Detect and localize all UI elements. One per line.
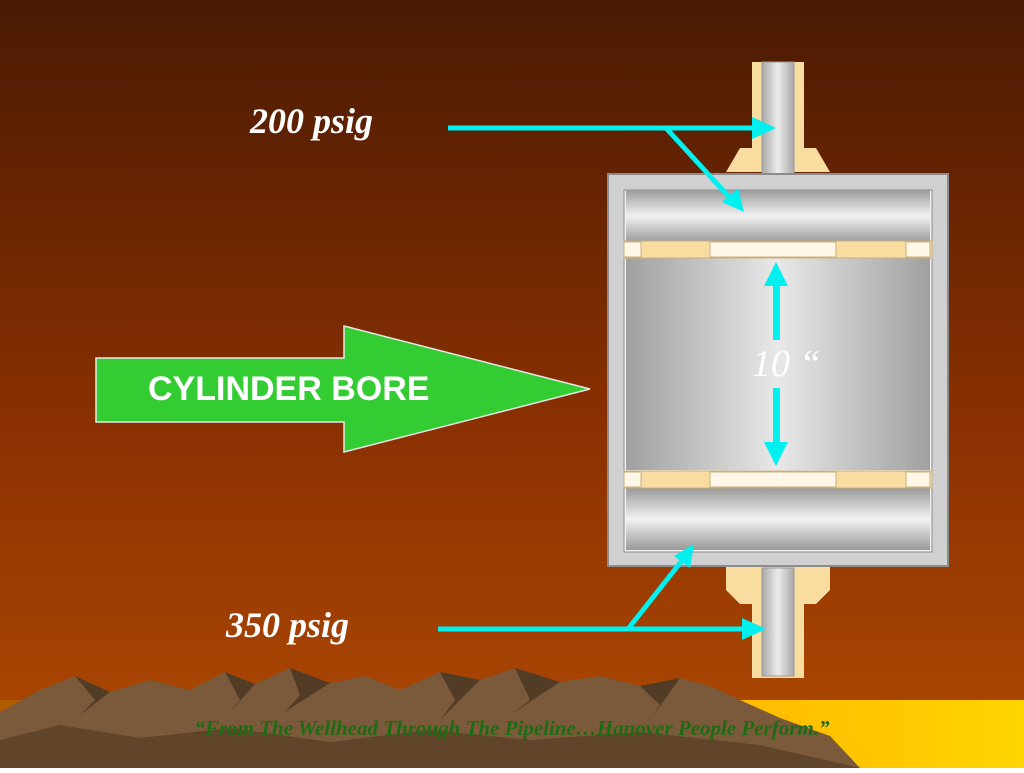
mountain-range (0, 668, 860, 768)
bottom-pressure-label: 350 psig (226, 605, 350, 645)
bottom-pressure-pointer (438, 544, 766, 640)
cylinder-bore-arrow (95, 325, 591, 453)
footer-tagline: “From The Wellhead Through The Pipeline…… (194, 716, 830, 740)
bottom-ring-band (623, 470, 933, 489)
top-ring-band (623, 240, 933, 259)
top-pressure-label: 200 psig (250, 101, 374, 141)
bore-dimension-arrow (764, 262, 788, 466)
top-pressure-pointer (448, 117, 776, 212)
cylinder-body (607, 173, 949, 567)
crank-end-chamber (626, 488, 930, 550)
bottom-nozzle (726, 566, 830, 678)
top-nozzle (726, 61, 830, 191)
cylinder-bore-arrow-label: CYLINDER BORE (148, 370, 430, 408)
bore-dimension-label: 10 “ (752, 343, 821, 385)
head-end-chamber (626, 190, 930, 242)
